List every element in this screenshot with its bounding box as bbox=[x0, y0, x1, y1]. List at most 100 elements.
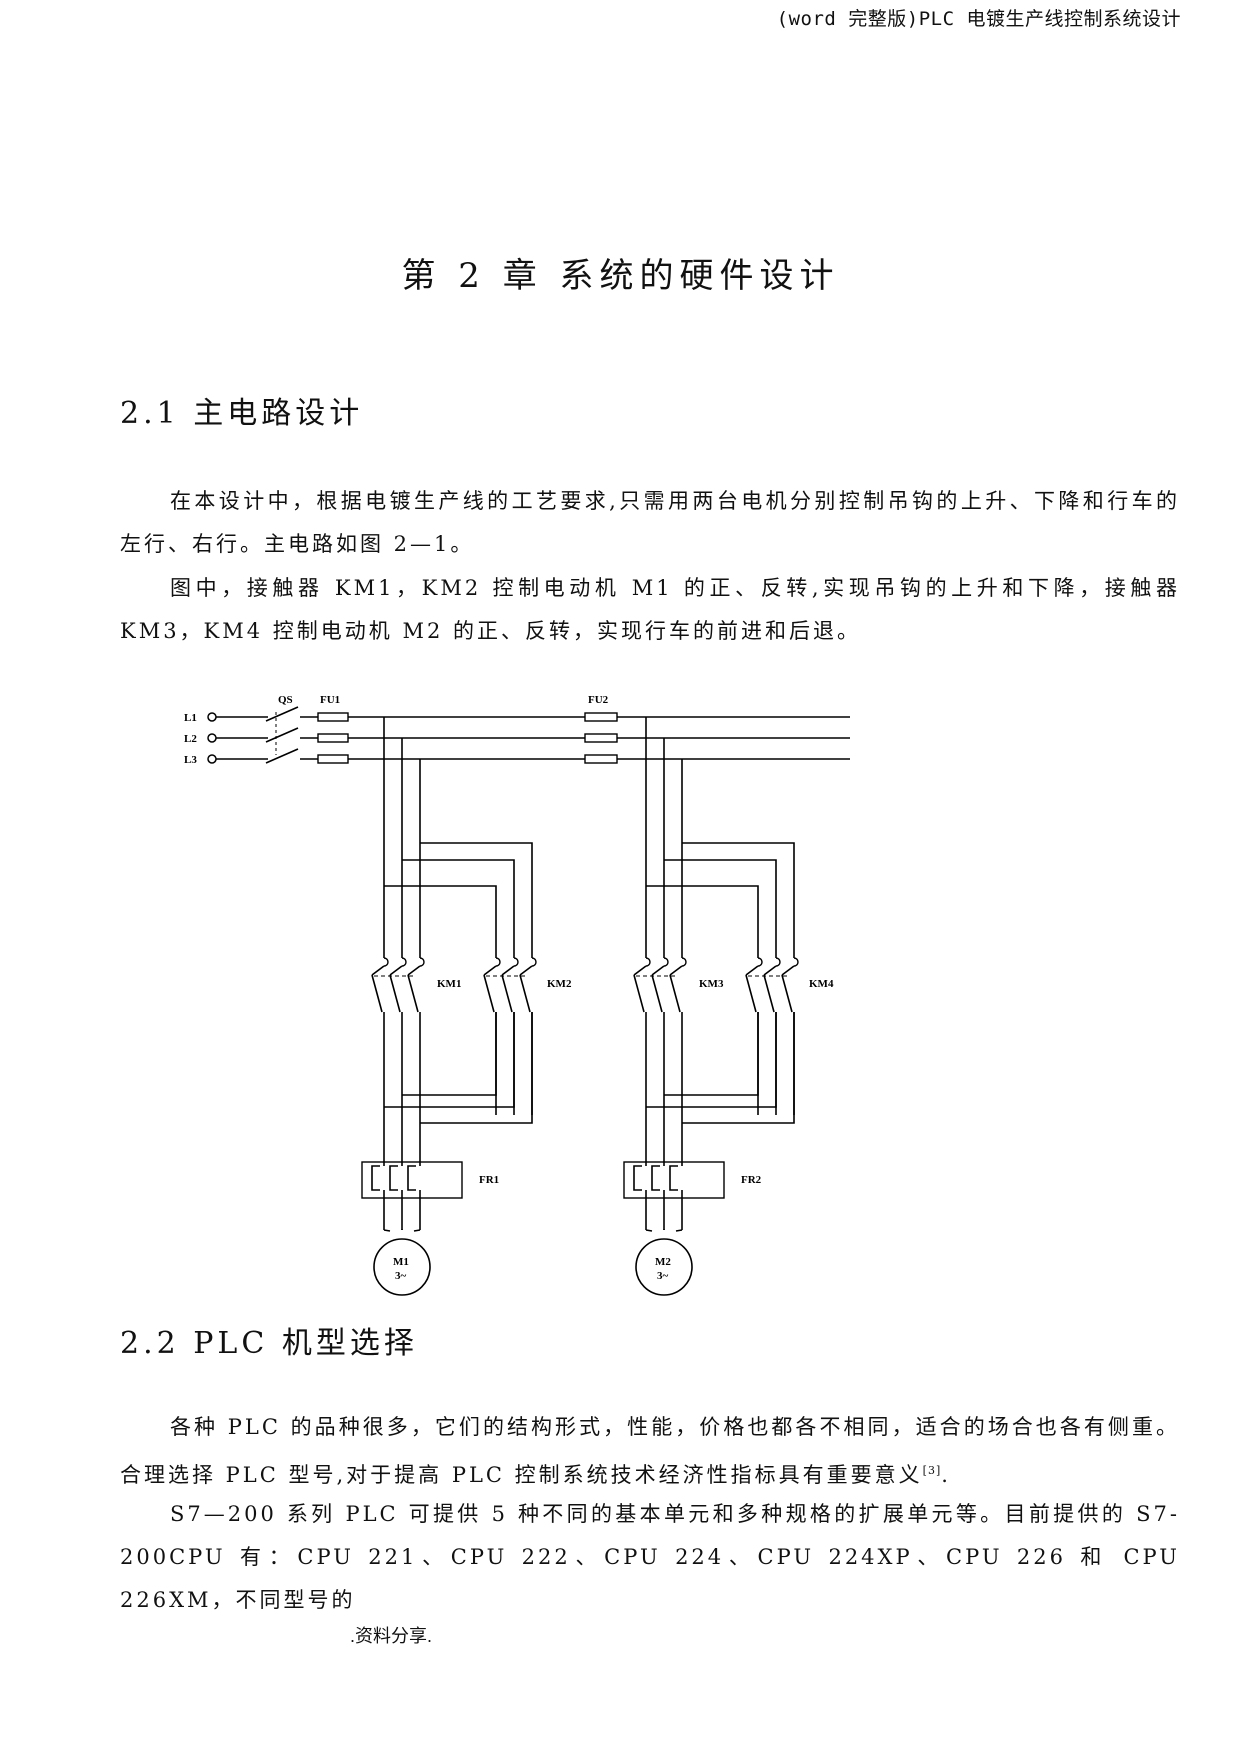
section-heading-2-2: 2.2 PLC 机型选择 bbox=[120, 1326, 418, 1361]
contact-terminal-icon bbox=[401, 957, 407, 967]
thermal-element-icon bbox=[371, 1165, 380, 1191]
crossover-wire bbox=[664, 1012, 759, 1096]
contact-blade bbox=[633, 974, 645, 1013]
contact-blade bbox=[651, 965, 665, 976]
contact-terminal-icon bbox=[793, 957, 799, 967]
contact-terminal-icon bbox=[419, 957, 425, 967]
paragraph-contactor-description: 图中，接触器 KM1，KM2 控制电动机 M1 的正、反转,实现吊钩的上升和下降… bbox=[120, 576, 1180, 643]
paragraph-main-circuit-intro: 在本设计中，根据电镀生产线的工艺要求,只需用两台电机分别控制吊钩的上升、下降和行… bbox=[120, 489, 1180, 556]
contact-blade bbox=[501, 965, 515, 976]
contact-blade bbox=[745, 974, 757, 1013]
motor-phase-label: 3~ bbox=[395, 1270, 407, 1282]
contact-blade bbox=[519, 974, 531, 1013]
contact-terminal-icon bbox=[383, 957, 389, 967]
fuse-icon bbox=[317, 712, 349, 722]
contact-blade bbox=[407, 974, 419, 1013]
contact-blade bbox=[781, 965, 795, 976]
fuse-label-fu2: FU2 bbox=[588, 694, 609, 706]
contact-blade bbox=[745, 965, 759, 976]
motor-lead bbox=[383, 1229, 391, 1232]
contact-blade bbox=[389, 965, 403, 976]
switch-blade bbox=[265, 727, 299, 743]
motor-icon bbox=[635, 1238, 693, 1296]
thermal-element-icon bbox=[389, 1165, 398, 1191]
crossover-wire bbox=[682, 842, 795, 958]
overload-relay-icon bbox=[623, 1161, 725, 1199]
contact-blade bbox=[669, 965, 683, 976]
fuse-icon bbox=[584, 754, 618, 764]
section-heading-2-1: 2.1 主电路设计 bbox=[120, 396, 364, 431]
motor-lead bbox=[413, 1229, 421, 1232]
contact-terminal-icon bbox=[663, 957, 669, 967]
contactor-label: KM3 bbox=[699, 978, 724, 990]
contact-blade bbox=[483, 965, 497, 976]
crossover-wire bbox=[646, 1012, 777, 1108]
crossover-wire bbox=[664, 859, 777, 958]
motor-name-label: M2 bbox=[655, 1256, 671, 1268]
reference-marker: [3] bbox=[922, 1464, 942, 1477]
fuse-icon bbox=[317, 733, 349, 743]
switch-blade bbox=[265, 706, 299, 722]
contactor-label: KM1 bbox=[437, 978, 461, 990]
contact-blade bbox=[633, 965, 647, 976]
plc-selection-text: 各种 PLC 的品种很多，它们的结构形式，性能，价格也都各不相同，适合的场合也各… bbox=[120, 1415, 1180, 1487]
contactor-label: KM4 bbox=[809, 978, 834, 990]
overload-relay-label: FR2 bbox=[741, 1174, 762, 1186]
plc-selection-end: . bbox=[941, 1463, 951, 1487]
supply-line-label: L2 bbox=[184, 733, 197, 745]
chapter-title: 第 2 章 系统的硬件设计 bbox=[401, 256, 840, 296]
contact-blade bbox=[763, 965, 777, 976]
thermal-element-icon bbox=[669, 1165, 678, 1191]
paragraph-plc-selection: 各种 PLC 的品种很多，它们的结构形式，性能，价格也都各不相同，适合的场合也各… bbox=[120, 1406, 1180, 1497]
fuse-icon bbox=[584, 733, 618, 743]
motor-name-label: M1 bbox=[393, 1256, 409, 1268]
contact-blade bbox=[519, 965, 533, 976]
motor-phase-label: 3~ bbox=[657, 1270, 669, 1282]
overload-relay-label: FR1 bbox=[479, 1174, 499, 1186]
crossover-wire bbox=[384, 885, 497, 958]
contact-blade bbox=[371, 974, 383, 1013]
contact-blade bbox=[389, 974, 401, 1013]
switch-label: QS bbox=[278, 694, 293, 706]
contact-terminal-icon bbox=[513, 957, 519, 967]
crossover-wire bbox=[402, 859, 515, 958]
contact-blade bbox=[483, 974, 495, 1013]
supply-line-label: L3 bbox=[184, 754, 197, 766]
contact-blade bbox=[407, 965, 421, 976]
page-footer: .资料分享. bbox=[350, 1626, 433, 1646]
contact-terminal-icon bbox=[681, 957, 687, 967]
crossover-wire bbox=[420, 842, 533, 958]
thermal-element-icon bbox=[407, 1165, 416, 1191]
motor-lead bbox=[675, 1229, 683, 1232]
crossover-wire bbox=[646, 885, 759, 958]
fuse-label-fu1: FU1 bbox=[320, 694, 340, 706]
crossover-wire bbox=[384, 1012, 515, 1108]
fuse-icon bbox=[584, 712, 618, 722]
contact-terminal-icon bbox=[775, 957, 781, 967]
crossover-wire bbox=[420, 1012, 533, 1124]
contact-blade bbox=[501, 974, 513, 1013]
overload-relay-icon bbox=[361, 1161, 463, 1199]
contact-blade bbox=[371, 965, 385, 976]
crossover-wire bbox=[402, 1012, 497, 1096]
contact-terminal-icon bbox=[495, 957, 501, 967]
crossover-wire bbox=[682, 1012, 795, 1124]
running-header: (word 完整版)PLC 电镀生产线控制系统设计 bbox=[776, 8, 1181, 30]
thermal-element-icon bbox=[633, 1165, 642, 1191]
contact-blade bbox=[781, 974, 793, 1013]
motor-lead bbox=[645, 1229, 653, 1232]
contact-terminal-icon bbox=[645, 957, 651, 967]
motor-icon bbox=[373, 1238, 431, 1296]
switch-blade bbox=[265, 748, 299, 764]
supply-line-label: L1 bbox=[184, 712, 197, 724]
contact-blade bbox=[763, 974, 775, 1013]
terminal-icon bbox=[207, 754, 217, 764]
contact-terminal-icon bbox=[757, 957, 763, 967]
thermal-element-icon bbox=[651, 1165, 660, 1191]
contact-blade bbox=[651, 974, 663, 1013]
terminal-icon bbox=[207, 712, 217, 722]
contact-terminal-icon bbox=[531, 957, 537, 967]
contactor-label: KM2 bbox=[547, 978, 572, 990]
